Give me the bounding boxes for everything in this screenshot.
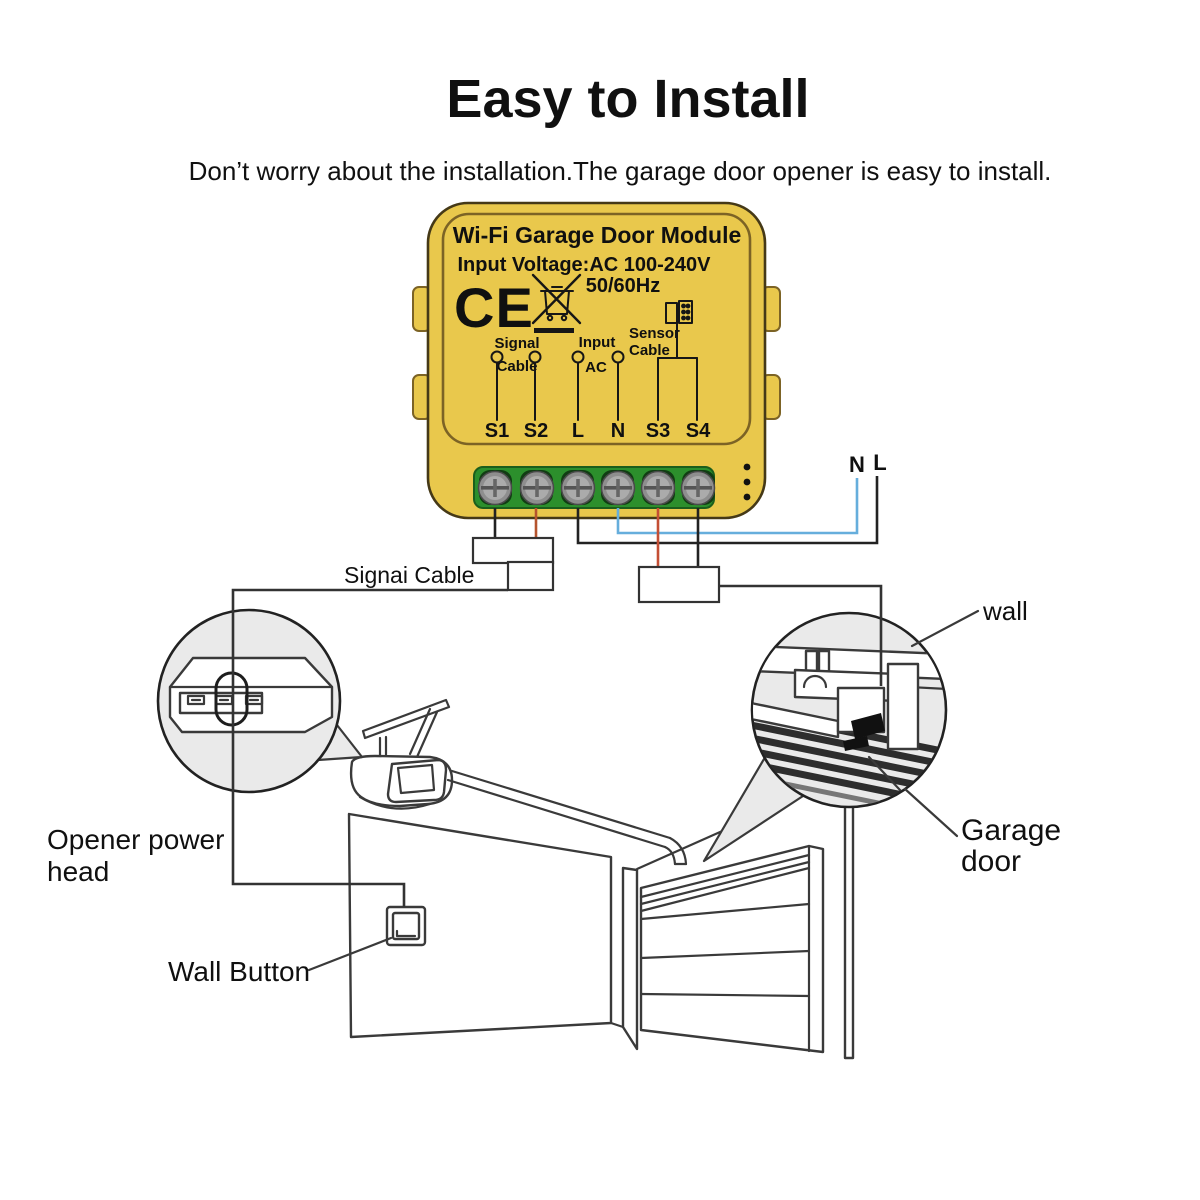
signal-cable-run bbox=[231, 588, 508, 907]
ce-mark: CE bbox=[454, 276, 534, 339]
module-panel bbox=[441, 212, 752, 446]
wall-button[interactable] bbox=[385, 905, 427, 947]
terminal-label-s4: S4 bbox=[686, 420, 711, 442]
terminal-block bbox=[473, 466, 716, 509]
signal-cable-connector-step bbox=[506, 560, 555, 592]
callout-tail bbox=[704, 759, 803, 861]
garage-door-label-line2: door bbox=[961, 845, 1021, 878]
wiring: N L bbox=[471, 450, 887, 604]
wifi-module: Wi-Fi Garage Door Module Input Voltage:A… bbox=[412, 201, 781, 520]
callout-tail bbox=[318, 725, 362, 760]
garage-door-pointer bbox=[903, 787, 959, 838]
wire-neutral bbox=[616, 478, 859, 535]
door-jamb-right bbox=[843, 788, 855, 1060]
terminal-label-s3: S3 bbox=[646, 420, 670, 442]
door-jamb-left bbox=[621, 866, 639, 1051]
wire-live bbox=[576, 476, 879, 545]
wall-button-pointer bbox=[307, 936, 393, 972]
wall-pointer bbox=[910, 609, 980, 648]
ceiling-bracket bbox=[361, 698, 451, 760]
page-title: Easy to Install bbox=[446, 69, 809, 129]
terminal-label-s1: S1 bbox=[485, 420, 509, 442]
sensor-label-line1: Sensor bbox=[629, 325, 680, 342]
sensor-callout-circle bbox=[702, 611, 948, 863]
sensor-label-line2: Cable bbox=[629, 342, 670, 359]
wall-label: wall bbox=[982, 596, 1028, 626]
input-label-line2: AC bbox=[585, 359, 607, 376]
sensor-cable-run bbox=[719, 584, 883, 686]
garage-door-label-line1: Garage bbox=[961, 814, 1061, 847]
signal-label-line1: Signal bbox=[494, 335, 539, 352]
terminal-schematic bbox=[490, 322, 698, 421]
signal-cable-connector bbox=[471, 536, 555, 565]
live-label: L bbox=[873, 450, 886, 475]
sensor-cable-connector bbox=[637, 565, 721, 604]
neutral-label: N bbox=[849, 452, 865, 477]
sensor-connector-icon bbox=[665, 300, 693, 324]
terminal-label-l: L bbox=[572, 420, 584, 442]
module-frequency: 50/60Hz bbox=[586, 275, 661, 297]
mounting-ears bbox=[412, 286, 781, 420]
opener-label-line1: Opener power bbox=[47, 824, 224, 855]
garage-door bbox=[639, 844, 825, 1054]
opener-label-line2: head bbox=[47, 856, 109, 887]
signal-label-line2: Cable bbox=[497, 358, 538, 375]
led-indicator-dots bbox=[743, 463, 751, 501]
module-name: Wi-Fi Garage Door Module bbox=[453, 222, 742, 248]
terminal-label-n: N bbox=[611, 420, 625, 442]
module-voltage: Input Voltage:AC 100-240V bbox=[457, 254, 711, 276]
module-body bbox=[426, 201, 767, 520]
terminal-label-s2: S2 bbox=[524, 420, 548, 442]
terminal-screws bbox=[477, 470, 716, 506]
terminal-highlight-capsule bbox=[214, 671, 249, 727]
input-label-line1: Input bbox=[579, 334, 616, 351]
weee-bin-icon bbox=[531, 273, 582, 333]
page-subtitle: Don’t worry about the installation.The g… bbox=[189, 156, 1052, 186]
opener-head bbox=[349, 754, 454, 810]
garage-scene bbox=[307, 698, 855, 1060]
opener-rear-view bbox=[168, 656, 334, 734]
wall-button-label: Wall Button bbox=[168, 956, 310, 987]
signal-cable-label: Signai Cable bbox=[344, 562, 474, 588]
door-sensor bbox=[851, 713, 885, 739]
opener-callout-circle bbox=[156, 608, 364, 794]
